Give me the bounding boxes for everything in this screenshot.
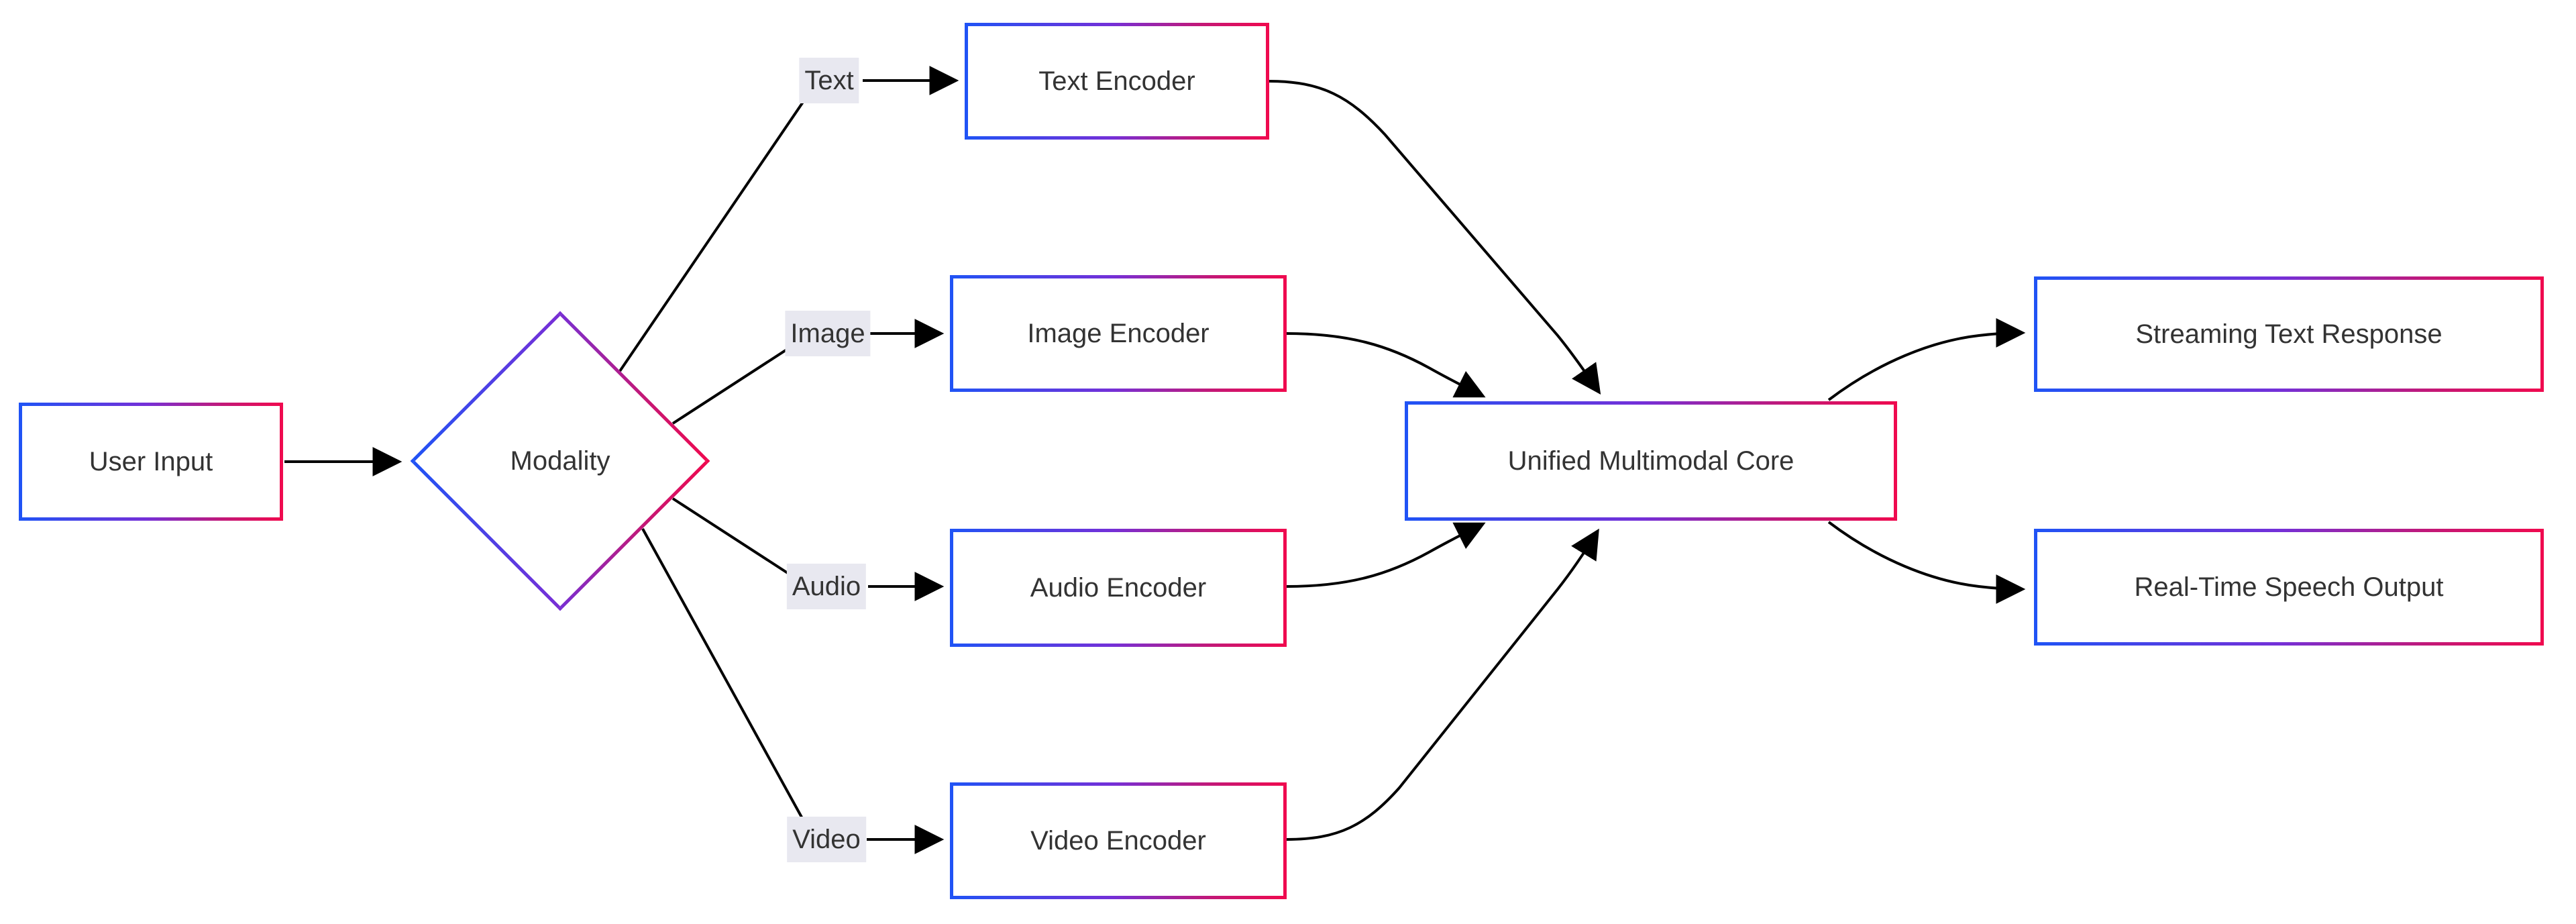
node-modality-label: Modality: [510, 446, 610, 476]
node-image-encoder: Image Encoder: [950, 275, 1287, 392]
node-image-encoder-label: Image Encoder: [1027, 319, 1210, 348]
edge-image-encoder-to-core: [1286, 332, 1486, 398]
node-real-time-speech-output: Real-Time Speech Output: [2034, 529, 2544, 646]
node-user-input: User Input: [19, 403, 283, 521]
node-user-input-label: User Input: [89, 447, 213, 476]
node-unified-multimodal-core-label: Unified Multimodal Core: [1507, 446, 1794, 476]
node-streaming-text-response-label: Streaming Text Response: [2135, 319, 2443, 349]
node-video-encoder: Video Encoder: [950, 782, 1287, 899]
edge-modality-to-video-label: [641, 528, 813, 836]
edge-core-to-speech-output: [1827, 521, 2026, 604]
edge-text-encoder-to-core: [1269, 80, 1601, 395]
edge-label-audio: Audio: [786, 564, 867, 609]
node-text-encoder-label: Text Encoder: [1038, 66, 1195, 96]
node-audio-encoder-label: Audio Encoder: [1030, 573, 1207, 603]
edge-video-encoder-to-core: [1286, 528, 1599, 841]
edge-modality-to-text-label: [619, 58, 833, 372]
node-text-encoder: Text Encoder: [965, 23, 1269, 140]
edge-modality-to-audio-label: [672, 497, 810, 588]
node-real-time-speech-output-label: Real-Time Speech Output: [2134, 572, 2444, 602]
edge-audio-encoder-to-core: [1286, 522, 1486, 588]
node-unified-multimodal-core: Unified Multimodal Core: [1405, 401, 1897, 521]
edge-label-video: Video: [787, 817, 866, 862]
edge-label-text: Text: [799, 58, 859, 103]
edge-core-to-streaming-text: [1827, 318, 2026, 401]
edge-label-image: Image: [785, 311, 871, 356]
node-video-encoder-label: Video Encoder: [1030, 826, 1206, 856]
node-streaming-text-response: Streaming Text Response: [2034, 276, 2544, 392]
node-audio-encoder: Audio Encoder: [950, 529, 1287, 647]
